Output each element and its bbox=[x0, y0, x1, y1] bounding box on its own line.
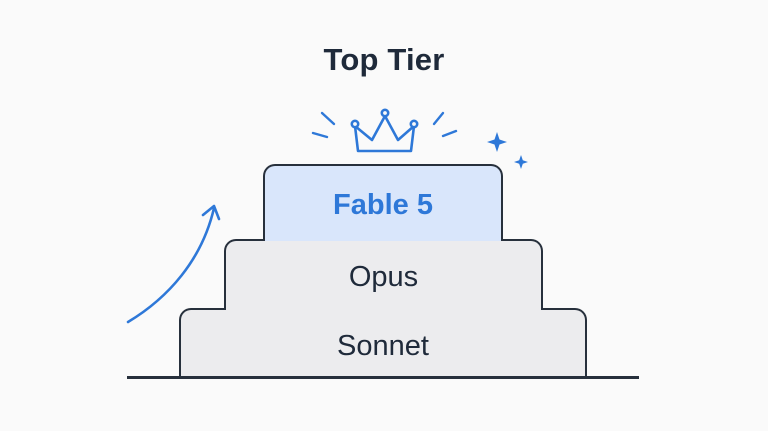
rising-arrow-icon bbox=[126, 204, 221, 324]
ground-line bbox=[127, 376, 639, 379]
diagram-title: Top Tier bbox=[323, 42, 445, 77]
crown-icon bbox=[350, 108, 419, 153]
tier-middle: Opus bbox=[224, 239, 543, 310]
sparkle-icon bbox=[487, 132, 528, 169]
tier-base-label: Sonnet bbox=[337, 329, 429, 362]
tier-base: Sonnet bbox=[179, 308, 587, 378]
burst-lines-icon bbox=[311, 111, 458, 139]
tier-middle-label: Opus bbox=[348, 261, 419, 293]
tier-top: Fable 5 bbox=[263, 164, 503, 241]
tier-top-label: Fable 5 bbox=[333, 189, 433, 221]
